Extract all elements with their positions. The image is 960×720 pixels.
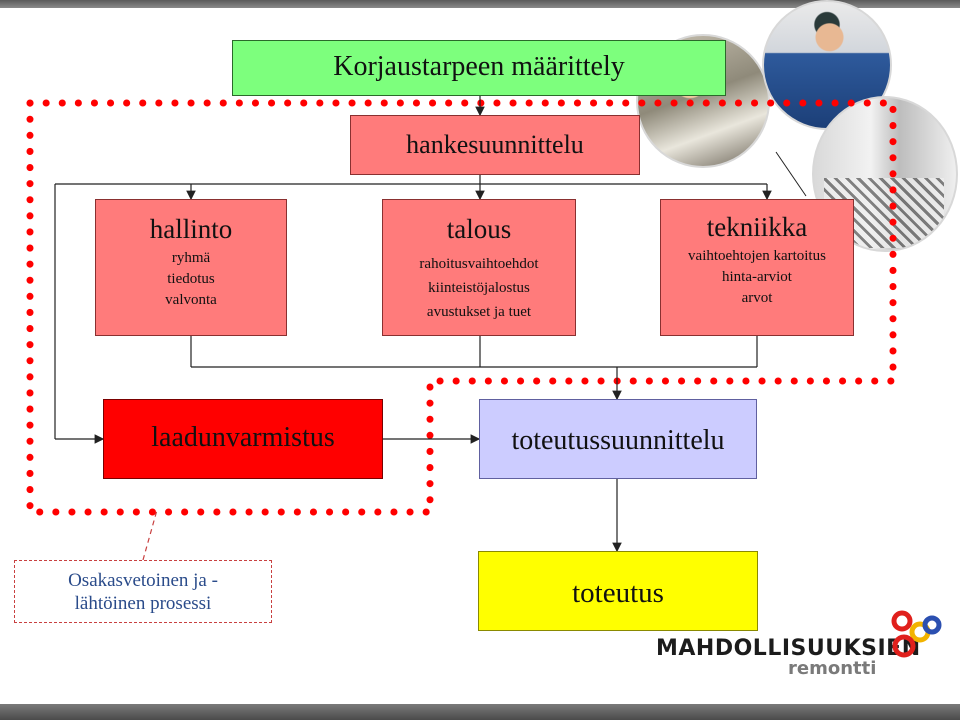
logo: MAHDOLLISUUKSIEN remontti [656,608,946,688]
economy-item: rahoitusvaihtoehdot [419,256,539,272]
admin-heading: hallinto [149,214,233,244]
note-box: Osakasvetoinen ja - lähtöinen prosessi [14,560,272,623]
bottom-bar [0,704,960,720]
planning-text: hankesuunnittelu [406,130,584,159]
logo-word-main: MAHDOLLISUUKSIEN [656,636,921,661]
note-line-2: lähtöinen prosessi [74,593,212,614]
technology-item: vaihtoehtojen kartoitus [688,248,826,264]
economy-item: avustukset ja tuet [426,304,532,320]
planning-box: hankesuunnittelu [350,115,640,175]
admin-item: ryhmä [171,250,211,266]
admin-item: valvonta [165,292,217,308]
title-box: Korjaustarpeen määrittely [232,40,726,96]
quality-box: laadunvarmistus [103,399,383,479]
top-bar [0,0,960,8]
implementation-planning-box: toteutussuunnittelu [479,399,757,479]
technology-item: arvot [741,290,773,306]
economy-heading: talous [446,214,512,244]
implementation-planning-text: toteutussuunnittelu [511,425,725,456]
economy-box: talous rahoitusvaihtoehdot kiinteistöjal… [382,199,576,336]
admin-item: tiedotus [167,271,215,287]
bathroom-photo [812,96,958,252]
admin-box: hallinto ryhmä tiedotus valvonta [95,199,287,336]
logo-rings-icon [891,610,942,658]
quality-text: laadunvarmistus [151,422,335,453]
note-line-1: Osakasvetoinen ja - [68,570,218,591]
title-text: Korjaustarpeen määrittely [333,51,625,82]
economy-item: kiinteistöjalostus [428,280,530,296]
implementation-text: toteutus [572,577,664,609]
implementation-box: toteutus [478,551,758,631]
technology-box: tekniikka vaihtoehtojen kartoitus hinta-… [660,199,854,336]
logo-word-sub: remontti [788,658,877,679]
technology-heading: tekniikka [706,212,808,242]
technology-item: hinta-arviot [722,269,792,285]
